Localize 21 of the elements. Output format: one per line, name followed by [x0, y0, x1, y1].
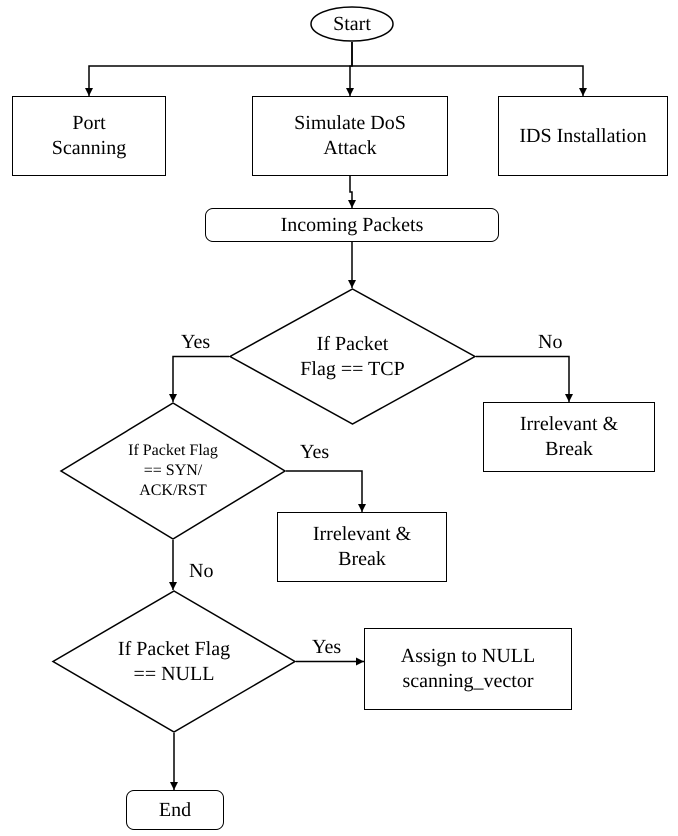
arrow — [170, 733, 178, 790]
process-box: Simulate DoS Attack — [252, 96, 448, 176]
decision-diamond: If Packet Flag == NULL — [52, 590, 296, 733]
process-box: Assign to NULL scanning_vector — [364, 628, 572, 710]
arrow — [476, 356, 573, 402]
start-end-ellipse: Start — [310, 6, 394, 42]
decision-diamond: If Packet Flag == TCP — [229, 288, 476, 425]
arrow — [348, 242, 356, 288]
arrow — [169, 540, 177, 590]
terminal-box: Incoming Packets — [205, 208, 499, 242]
arrow — [286, 470, 366, 512]
process-box: Irrelevant & Break — [483, 402, 655, 472]
decision-diamond: If Packet Flag == SYN/ ACK/RST — [60, 402, 286, 540]
process-box: Irrelevant & Break — [277, 512, 447, 582]
arrow — [296, 658, 364, 666]
process-box: Port Scanning — [12, 96, 166, 176]
process-box: IDS Installation — [498, 96, 668, 176]
arrow — [348, 176, 356, 208]
terminal-box: End — [126, 790, 224, 830]
arrow — [169, 356, 229, 402]
arrow — [351, 42, 587, 96]
